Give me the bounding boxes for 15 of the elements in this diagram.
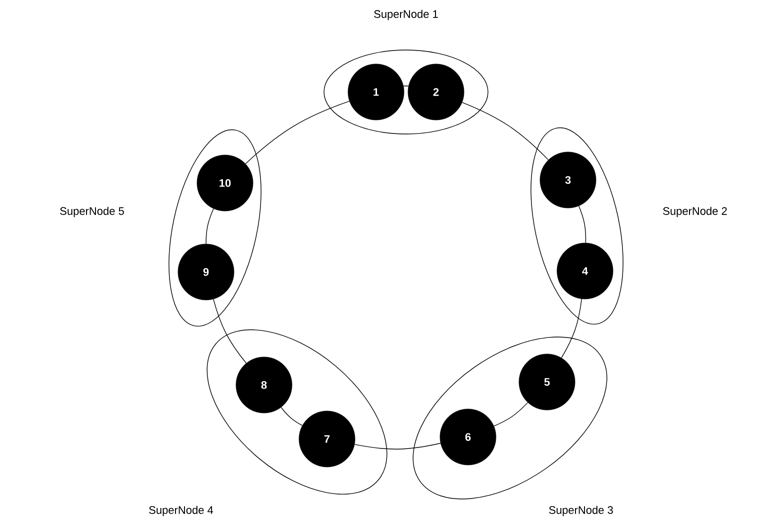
- supernode-label: SuperNode 5: [60, 206, 124, 218]
- ring-link: [280, 407, 303, 426]
- ring-link: [494, 402, 528, 426]
- supernode-label: SuperNode 3: [549, 506, 613, 516]
- ring-link: [462, 102, 549, 160]
- ring-link: [245, 100, 350, 164]
- ring-link: [561, 298, 582, 358]
- ring-link: [354, 442, 441, 450]
- ring-link: [578, 206, 586, 244]
- supernode-label: SuperNode 4: [149, 506, 214, 516]
- ring-link: [213, 298, 247, 364]
- ring-link: [206, 208, 214, 244]
- supernode-label: SuperNode 1: [374, 10, 438, 20]
- supernode-label: SuperNode 2: [663, 206, 727, 218]
- ring-link: [403, 85, 409, 86]
